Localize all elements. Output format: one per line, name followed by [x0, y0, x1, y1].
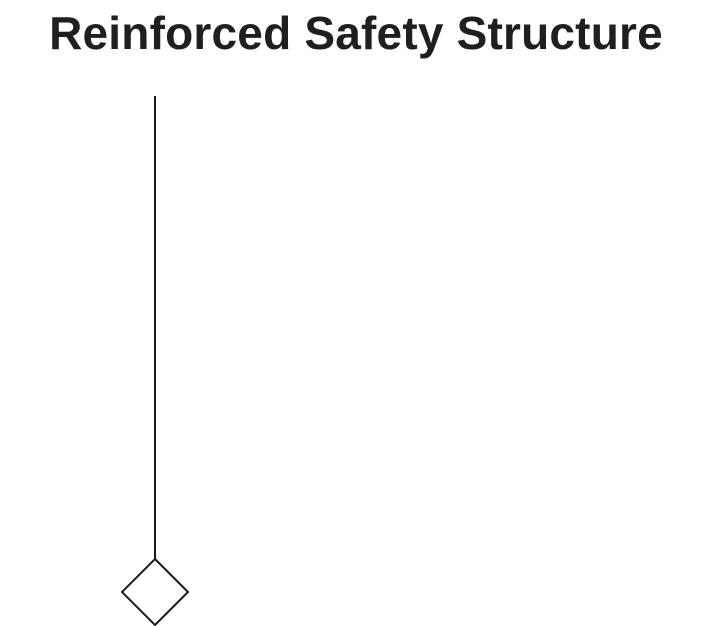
diagram-title: Reinforced Safety Structure — [49, 7, 663, 59]
decision-diamond-node — [120, 557, 190, 626]
